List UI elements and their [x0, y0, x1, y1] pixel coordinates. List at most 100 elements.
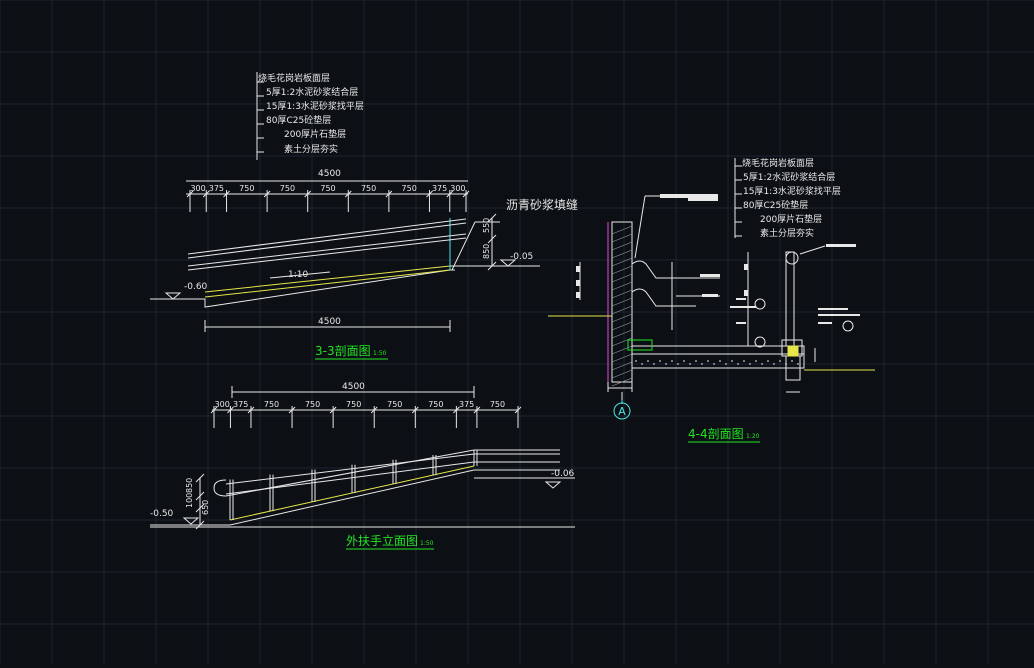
sec33-dim-label-0: 300 [190, 184, 205, 193]
sec44-title: 4-4剖面图 [688, 427, 744, 441]
sec44-layer-6: 素土分层夯实 [760, 227, 814, 239]
elev-dim-label-7: 375 [459, 400, 474, 409]
post-anchor [787, 345, 799, 357]
elev-posts [229, 450, 478, 520]
sec33-layer-2: 5厚1:2水泥砂浆结合层 [266, 86, 358, 98]
sec33-level-left: -0.60 [184, 282, 208, 292]
elevation-handrail [150, 386, 575, 530]
note-block-9 [736, 298, 746, 300]
sec33-dim-label-2: 750 [239, 184, 254, 193]
detail-marker-1 [754, 298, 766, 310]
elev-dim-ticks [210, 406, 522, 428]
elev-dim-label-4: 750 [346, 400, 361, 409]
note-block-8 [818, 322, 832, 324]
edge-curb [627, 339, 653, 351]
elev-vdim-850: 850 [185, 478, 194, 493]
sec33-dim-label-8: 300 [450, 184, 465, 193]
dim-ticks [186, 190, 470, 212]
sec33-layer-6: 素土分层夯实 [284, 143, 338, 155]
elev-vdim-650: 650 [201, 500, 210, 515]
sec33-bottom-total: 4500 [318, 317, 341, 327]
wall-hatch [611, 225, 633, 387]
handrail-lower-2 [187, 237, 467, 271]
wall-handrail-upper [631, 260, 696, 279]
sec44-layer-1: 烧毛花岗岩板面层 [742, 157, 814, 169]
note-block-1 [660, 194, 718, 198]
elev-dim-label-8: 750 [490, 400, 505, 409]
joint-leader [451, 221, 476, 271]
detail-marker-3 [754, 336, 766, 348]
elev-dim-label-2: 750 [264, 400, 279, 409]
sec33-scale: 1:50 [373, 350, 387, 357]
sec33-dim-label-6: 750 [402, 184, 417, 193]
dim-tag-2 [576, 280, 580, 286]
sec33-layer-1: 烧毛花岗岩板面层 [258, 72, 330, 84]
handrail-rail-top [785, 251, 799, 265]
sec33-dim-550: 550 [482, 218, 491, 233]
sec33-dim-850: 850 [482, 244, 491, 259]
note-block-4 [702, 294, 718, 297]
elev-dim-label-5: 750 [387, 400, 402, 409]
level-marker-right [499, 259, 517, 267]
floor-hatch [635, 360, 799, 365]
elev-rail-top [213, 449, 560, 497]
note-blocks [576, 194, 860, 324]
elev-scale: 1:50 [420, 540, 434, 547]
sec33-total-dim: 4500 [318, 169, 341, 179]
sec33-layer-5: 200厚片石垫层 [284, 128, 346, 140]
sec33-layer-3: 15厚1:3水泥砂浆找平层 [266, 100, 364, 112]
handrail-upper-2 [187, 222, 467, 259]
sec44-scale: 1:20 [746, 433, 760, 440]
floor-base [631, 353, 805, 369]
elev-level-right: -0.06 [551, 469, 575, 479]
sec44-layer-3: 15厚1:3水泥砂浆找平层 [743, 185, 841, 197]
note-block-10 [730, 306, 756, 308]
layer-ticks [257, 81, 264, 153]
elev-total-dim: 4500 [342, 382, 365, 392]
elev-level-marker-right [544, 481, 562, 489]
sec44-layer-5: 200厚片石垫层 [760, 213, 822, 225]
note-block-5 [826, 244, 856, 247]
sec33-dim-label-3: 750 [280, 184, 295, 193]
elev-dim-label-6: 750 [428, 400, 443, 409]
sec33-slope-label: 1:10 [288, 270, 308, 280]
sec33-joint-label: 沥青砂浆填缝 [506, 197, 578, 212]
dim-tag-5 [744, 290, 748, 296]
sec33-dim-label-4: 750 [320, 184, 335, 193]
sec33-dim-label-7: 375 [432, 184, 447, 193]
elev-level-left: -0.50 [150, 509, 174, 519]
ramp-top-line [150, 269, 455, 308]
note-block-2 [688, 198, 718, 201]
sec33-title: 3-3剖面图 [315, 344, 371, 358]
wall-handrail-lower [631, 288, 696, 307]
sec33-level-right: -0.05 [510, 252, 533, 262]
leader-rail [799, 245, 826, 255]
elev-dim-label-3: 750 [305, 400, 320, 409]
note-block-7 [818, 314, 860, 316]
sec33-dim-label-1: 375 [209, 184, 224, 193]
elev-dim-label-1: 375 [233, 400, 248, 409]
elev-dim-label-0: 300 [215, 400, 230, 409]
elev-ground-line [150, 469, 560, 526]
handrail-lower [187, 233, 467, 267]
handrail-post [785, 251, 795, 347]
section-3-3 [150, 72, 540, 332]
detail-marker-2 [842, 320, 854, 332]
axis-bubble [613, 402, 631, 420]
note-block-11 [736, 322, 746, 324]
elev-level-marker-left [182, 517, 200, 525]
sec33-dim-label-5: 750 [361, 184, 376, 193]
dim-tag-4 [744, 264, 748, 270]
level-marker-left [164, 292, 182, 300]
slope-arrow [269, 271, 331, 279]
axis-label: A [618, 405, 626, 418]
sec44-layer-2: 5厚1:2水泥砂浆结合层 [743, 171, 835, 183]
floor-slab [631, 345, 805, 355]
ramp-surface-line-2 [204, 269, 451, 298]
note-block-6 [818, 308, 848, 310]
elev-vdim-100: 100 [185, 493, 194, 508]
